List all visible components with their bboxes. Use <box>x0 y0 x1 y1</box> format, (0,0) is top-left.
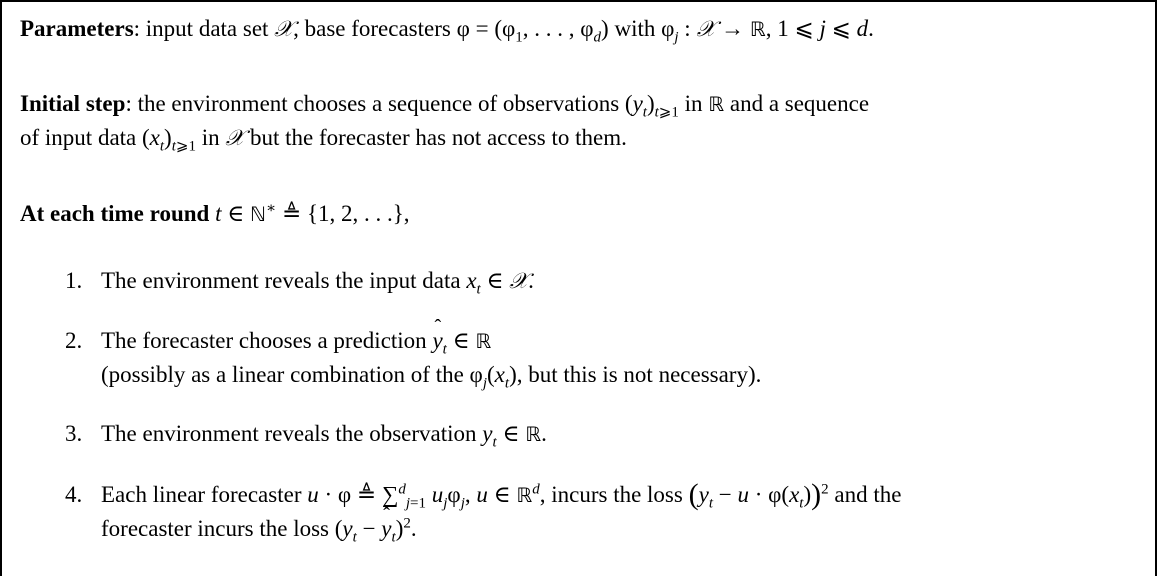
initial-step-line-2: of input data (xt)t⩾1 in 𝒳 but the forec… <box>20 125 627 155</box>
list-item-number: 2. <box>65 328 83 353</box>
list-item-number: 4. <box>65 482 83 507</box>
parameters-text: : input data set 𝒳, base forecasters φ =… <box>133 16 874 46</box>
initial-step-label: Initial step <box>20 91 126 116</box>
time-round-paragraph: At each time round t ∈ ℕ∗ ≜ {1, 2, . . .… <box>20 200 410 226</box>
list-item-text: The environment reveals the observation … <box>101 421 547 451</box>
list-item-2: 2. The forecaster chooses a prediction y… <box>20 310 1139 392</box>
list-item-text: The environment reveals the input data x… <box>101 268 534 298</box>
initial-step-line-1: Initial step: the environment chooses a … <box>20 91 870 121</box>
list-item-text: Each linear forecaster u · φ ≜ ∑dj=1 ujφ… <box>101 478 1139 546</box>
list-item-number: 3. <box>65 421 83 446</box>
list-item-number: 1. <box>65 268 83 293</box>
initial-step-paragraph: Initial step: the environment chooses a … <box>20 87 1139 156</box>
list-item-4: 4. Each linear forecaster u · φ ≜ ∑dj=1 … <box>20 478 1139 546</box>
parameters-label: Parameters <box>20 16 134 41</box>
list-item-text: The forecaster chooses a prediction yt ∈… <box>101 310 1139 392</box>
time-round-label: At each time round <box>20 201 210 226</box>
parameters-paragraph: Parameters: input data set 𝒳, base forec… <box>20 12 1139 47</box>
